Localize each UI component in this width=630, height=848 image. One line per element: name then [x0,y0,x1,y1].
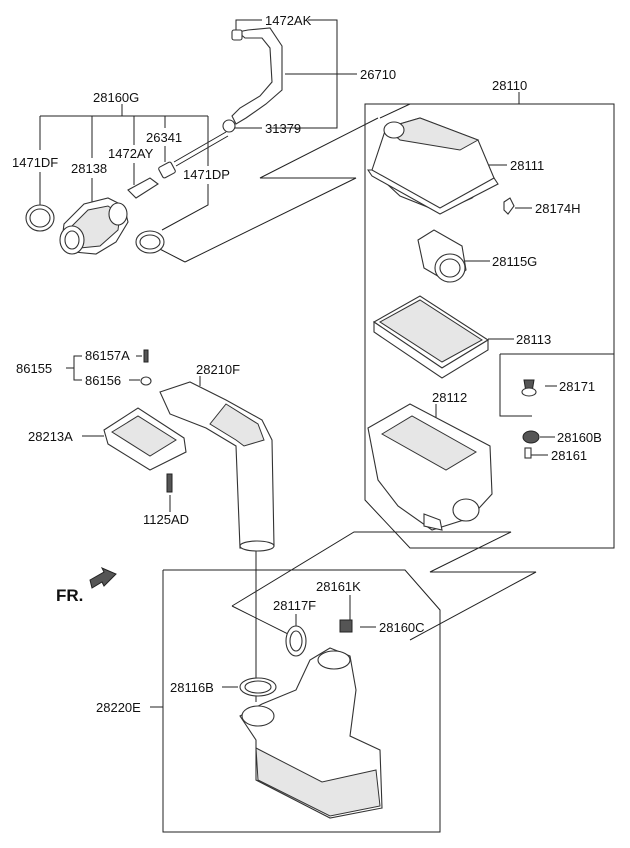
label-28161: 28161 [551,448,587,463]
bolt-86157A [143,349,149,363]
label-26710: 26710 [360,67,396,82]
label-28171: 28171 [559,379,595,394]
part-labels: 1472AK 26710 31379 28160G 26341 1472AY 1… [12,13,602,715]
label-28174H: 28174H [535,201,581,216]
intake-hose-assembly [25,131,229,255]
label-31379: 31379 [265,121,301,136]
air-cleaner-body [367,403,493,531]
label-1472AY: 1472AY [108,146,154,161]
breather-hose [231,27,283,125]
leader-lines [39,19,615,833]
label-1471DP: 1471DP [183,167,230,182]
label-86156: 86156 [85,373,121,388]
intake-duct [159,381,275,552]
label-28111: 28111 [510,158,544,173]
label-28112: 28112 [432,390,467,405]
label-28116B: 28116B [170,680,214,695]
air-filter-element [372,295,490,379]
label-1472AK: 1472AK [265,13,312,28]
label-28160C: 28160C [379,620,425,635]
label-28220E: 28220E [96,700,141,715]
label-front: FR. [56,586,83,605]
label-28115G: 28115G [492,254,537,269]
label-26341: 26341 [146,130,182,145]
label-86157A: 86157A [85,348,130,363]
label-28160G: 28160G [93,90,139,105]
front-direction-arrow [89,567,117,589]
label-28161K: 28161K [316,579,361,594]
hose-clamp-31379 [222,119,236,133]
resonator-assembly [239,619,383,819]
label-28110: 28110 [492,78,527,93]
label-1125AD: 1125AD [143,512,189,527]
label-28117F: 28117F [273,598,316,613]
label-28210F: 28210F [196,362,240,377]
cover-clip [503,197,515,215]
label-28138: 28138 [71,161,107,176]
label-1471DF: 1471DF [12,155,58,170]
grommet-86156 [140,376,152,386]
bolt-1125AD [166,473,173,493]
air-cleaner-bracket [103,407,187,471]
label-86155: 86155 [16,361,52,376]
air-flow-sensor [417,229,467,283]
air-cleaner-cover [366,117,499,215]
grommets-right [521,379,540,459]
label-28213A: 28213A [28,429,73,444]
label-28160B: 28160B [557,430,602,445]
label-28113: 28113 [516,332,551,347]
